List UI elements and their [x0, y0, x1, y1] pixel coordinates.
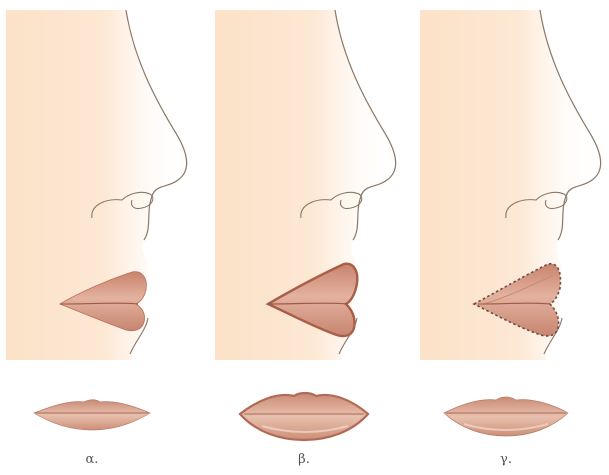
front-lips-augmented	[240, 393, 368, 440]
panel-label-beta: β.	[284, 452, 324, 467]
panel-label-gamma: γ.	[486, 452, 526, 467]
panel-alpha	[6, 10, 187, 430]
front-lips-gamma	[444, 397, 568, 436]
panel-beta	[215, 10, 396, 440]
panel-label-alpha: α.	[72, 452, 112, 467]
panel-gamma	[420, 10, 601, 436]
front-lips-normal	[34, 400, 150, 430]
